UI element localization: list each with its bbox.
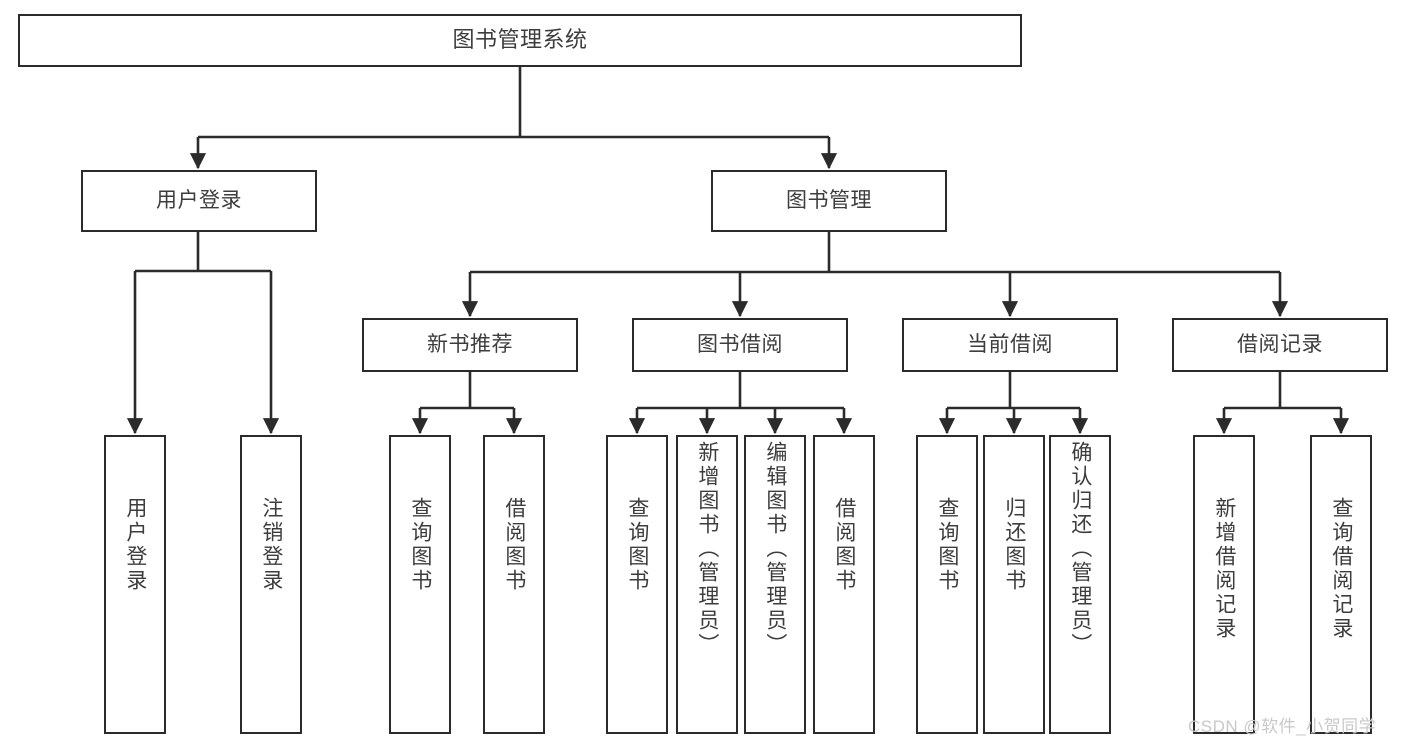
leaf-query-book-recommend[interactable]: 查询图书 [389, 435, 451, 734]
node-label: 注销登录 [259, 497, 283, 593]
leaf-add-book-admin[interactable]: 新增图书（管理员） [676, 435, 738, 734]
node-borrow-record[interactable]: 借阅记录 [1172, 318, 1388, 372]
leaf-logout-login[interactable]: 注销登录 [240, 435, 302, 734]
node-label: 图书管理系统 [452, 27, 588, 53]
node-label: 借阅记录 [1237, 333, 1323, 357]
leaf-user-login[interactable]: 用户登录 [104, 435, 166, 734]
node-new-book-recommend[interactable]: 新书推荐 [362, 318, 578, 372]
node-label: 归还图书 [1002, 497, 1026, 593]
node-current-borrow[interactable]: 当前借阅 [902, 318, 1118, 372]
leaf-return-book[interactable]: 归还图书 [983, 435, 1045, 734]
leaf-borrow-book-recommend[interactable]: 借阅图书 [483, 435, 545, 734]
node-label: 图书管理 [786, 189, 872, 213]
node-root-system[interactable]: 图书管理系统 [18, 14, 1022, 67]
leaf-edit-book-admin[interactable]: 编辑图书（管理员） [744, 435, 806, 734]
node-label: 借阅图书 [832, 497, 856, 593]
node-label: 当前借阅 [967, 333, 1053, 357]
node-label: 查询图书 [408, 497, 432, 593]
node-user-login[interactable]: 用户登录 [81, 170, 317, 232]
node-label: 借阅图书 [502, 497, 526, 593]
node-book-management[interactable]: 图书管理 [711, 170, 947, 232]
node-book-borrow[interactable]: 图书借阅 [632, 318, 848, 372]
node-label: 用户登录 [156, 189, 242, 213]
node-label: 查询借阅记录 [1329, 497, 1353, 641]
leaf-add-borrow-record[interactable]: 新增借阅记录 [1193, 435, 1255, 734]
node-label: 查询图书 [625, 497, 649, 593]
node-label: 图书借阅 [697, 333, 783, 357]
leaf-query-borrow-record[interactable]: 查询借阅记录 [1310, 435, 1372, 734]
leaf-query-book-current[interactable]: 查询图书 [916, 435, 978, 734]
leaf-confirm-return-admin[interactable]: 确认归还（管理员） [1049, 435, 1111, 734]
leaf-borrow-book-borrow[interactable]: 借阅图书 [813, 435, 875, 734]
node-label: 查询图书 [935, 497, 959, 593]
node-label: 用户登录 [123, 497, 147, 593]
node-label: 确认归还（管理员） [1068, 441, 1092, 657]
node-label: 新书推荐 [427, 333, 513, 357]
node-label: 编辑图书（管理员） [763, 441, 787, 657]
node-label: 新增借阅记录 [1212, 497, 1236, 641]
csdn-watermark: CSDN @软件_小贺同学 [1188, 717, 1377, 736]
node-label: 新增图书（管理员） [695, 441, 719, 657]
leaf-query-book-borrow[interactable]: 查询图书 [606, 435, 668, 734]
